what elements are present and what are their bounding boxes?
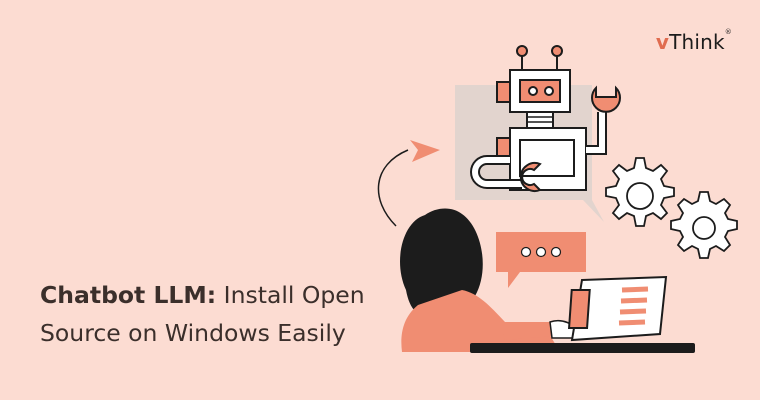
- title-line1: Install Open: [216, 281, 365, 309]
- page-title: Chatbot LLM: Install Open Source on Wind…: [40, 276, 365, 352]
- woman-figure: [400, 208, 579, 352]
- title-line2: Source on Windows Easily: [40, 319, 346, 347]
- gear-icon: [605, 157, 675, 227]
- gear-icon: [670, 191, 738, 259]
- laptop-icon: [567, 275, 668, 342]
- desk-line: [470, 343, 695, 353]
- title-bold: Chatbot LLM:: [40, 281, 217, 309]
- chat-bubble-icon: [496, 232, 586, 288]
- robot-icon: [470, 45, 621, 192]
- vthink-logo[interactable]: vThink®: [655, 28, 732, 54]
- logo-prefix: v: [655, 30, 670, 54]
- logo-suffix: Think: [669, 30, 725, 54]
- registered-mark: ®: [724, 28, 732, 36]
- arrow-icon: [377, 140, 440, 227]
